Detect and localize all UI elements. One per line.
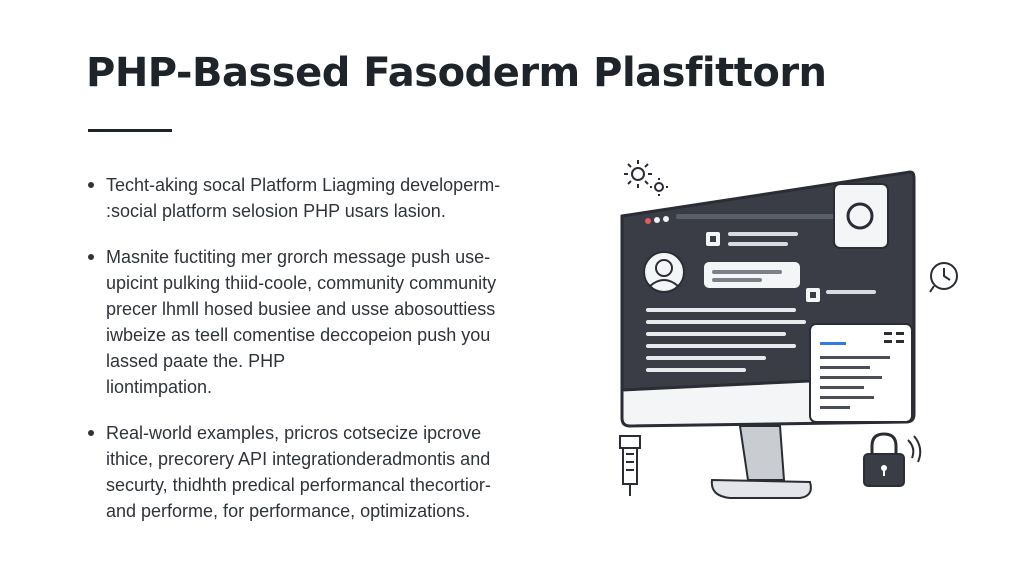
bullet-list: Techt-aking socal Platform Liagming deve… <box>82 172 552 544</box>
bullet-item-1: Techt-aking socal Platform Liagming deve… <box>82 172 552 224</box>
bullet-text-line: :social platform selosion PHP usars lasi… <box>106 201 446 221</box>
padlock-icon <box>863 432 922 487</box>
monitor-illustration <box>600 150 980 510</box>
bullet-text-line: Masnite fuctiting mer grorch message pus… <box>106 247 491 267</box>
bullet-text-line: securty, thidhth predical performancal t… <box>106 475 491 495</box>
avatar-icon <box>643 251 685 293</box>
code-panel <box>809 323 913 423</box>
bullet-dot <box>88 430 94 436</box>
title-underline <box>88 129 172 132</box>
bullet-text-line: Real-world examples, pricros cotsecize i… <box>106 423 482 443</box>
monitor <box>620 170 916 428</box>
monitor-stand <box>710 425 812 499</box>
bullet-dot <box>88 254 94 260</box>
slide-title: PHP-Bassed Fasoderm Plasfittorn <box>86 50 827 96</box>
bullet-dot <box>88 182 94 188</box>
bullet-text-line: Techt-aking socal Platform Liagming deve… <box>106 175 501 195</box>
bullet-item-3: Real-world examples, pricros cotsecize i… <box>82 420 552 524</box>
bullet-text-line: and performe, for performance, optimizat… <box>106 501 471 521</box>
bullet-text-line: lassed paate the. PHP <box>106 351 286 371</box>
bullet-text-line: precer lhmll hosed busiee and usse aboso… <box>106 299 496 319</box>
clock-icon <box>929 262 958 293</box>
bullet-item-2: Masnite fuctiting mer grorch message pus… <box>82 244 552 400</box>
bullet-text-line: liontimpation. <box>106 377 213 397</box>
bullet-text-line: upicint pulking thiid-coole, community c… <box>106 273 497 293</box>
gear-icon <box>624 160 668 196</box>
usb-plug-icon <box>619 435 641 496</box>
bullet-text-line: iwbeize as teell comentise deccopeion pu… <box>106 325 491 345</box>
bullet-text-line: ithice, precorery API integrationderadmo… <box>106 449 491 469</box>
